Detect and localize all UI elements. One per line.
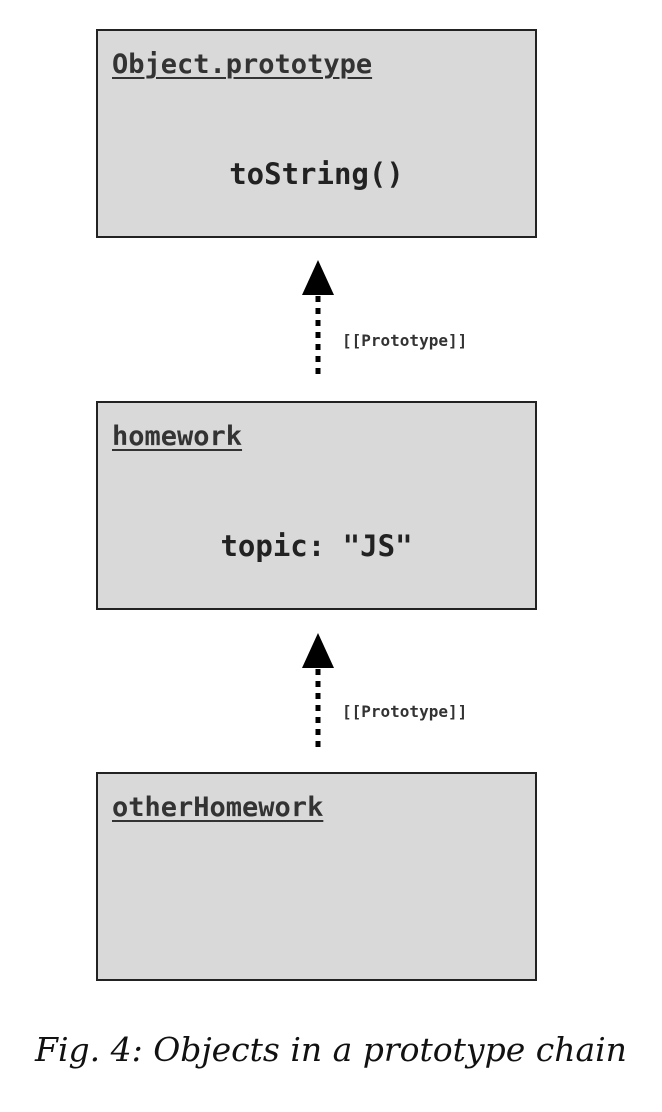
arrow-head-2 — [302, 633, 334, 668]
prototype-arrow-1 — [302, 260, 334, 376]
object-prototype-title: Object.prototype — [112, 49, 373, 80]
homework-property: topic: "JS" — [220, 529, 413, 563]
prototype-link-label-2: [[Prototype]] — [342, 702, 468, 721]
prototype-link-label-1: [[Prototype]] — [342, 331, 468, 350]
figure-caption: Fig. 4: Objects in a prototype chain — [35, 1030, 627, 1069]
object-prototype-property: toString() — [229, 157, 404, 191]
other-homework-title: otherHomework — [112, 792, 324, 823]
homework-title: homework — [112, 421, 243, 452]
object-prototype-box: Object.prototype toString() — [96, 29, 537, 238]
other-homework-box: otherHomework — [96, 772, 537, 981]
arrow-head-1 — [302, 260, 334, 295]
prototype-arrow-2 — [302, 633, 334, 749]
homework-box: homework topic: "JS" — [96, 401, 537, 610]
